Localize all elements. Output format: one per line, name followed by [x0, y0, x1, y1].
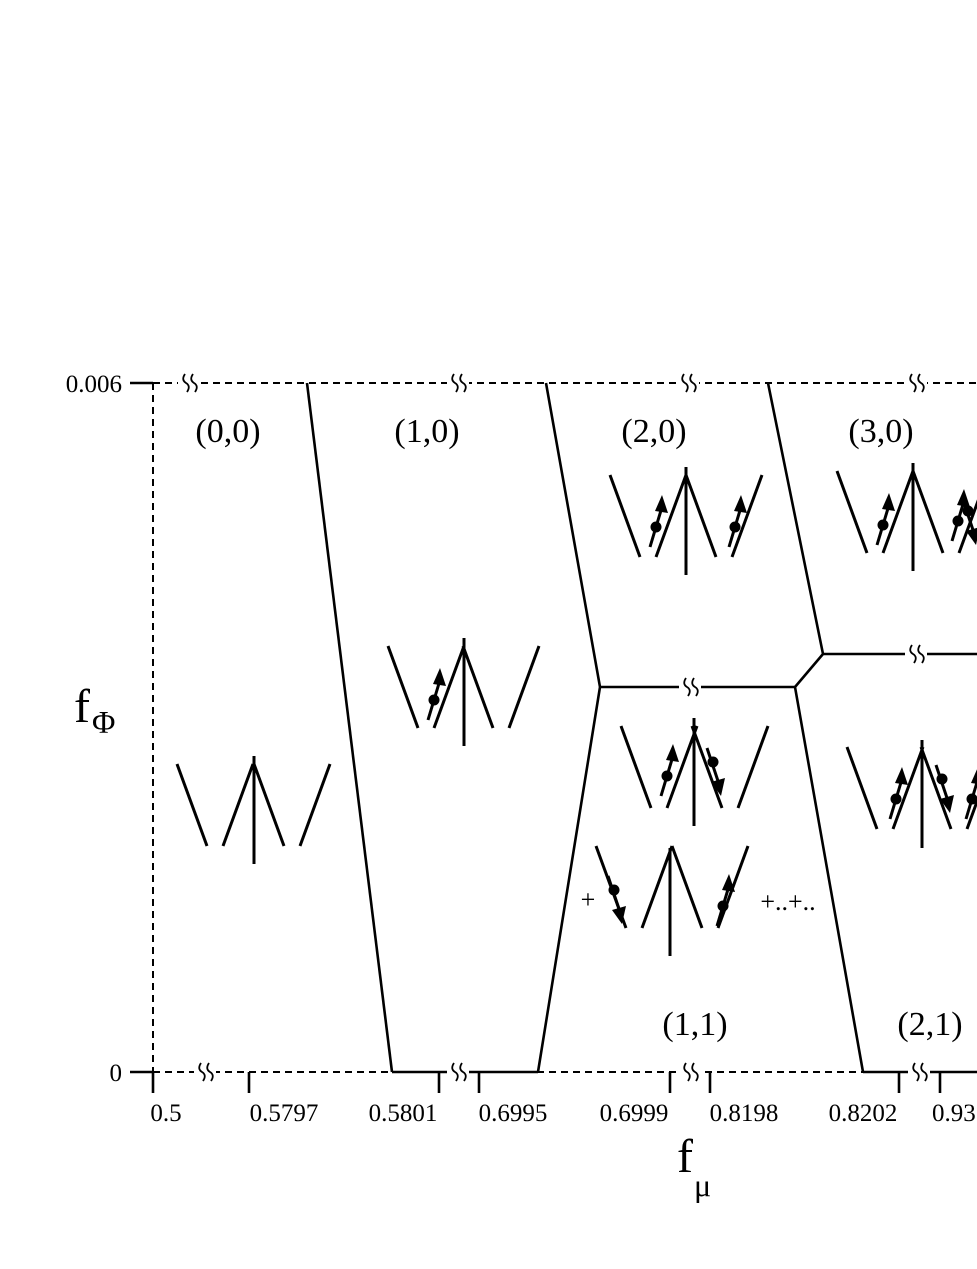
occupation-icon-1-0 — [386, 638, 541, 746]
x-tick-label: 0.5801 — [369, 1100, 438, 1127]
occupation-icon-1-1-a — [619, 718, 770, 826]
x-tick-label: 0.8198 — [710, 1100, 779, 1127]
x-tick-label: 0.6999 — [600, 1100, 669, 1127]
x-ticks — [151, 1072, 942, 1093]
occupation-icon-3-0 — [835, 463, 977, 571]
occupation-icon-2-0 — [608, 467, 764, 575]
occupation-icon-2-1 — [845, 740, 977, 848]
axis-break-marks — [178, 372, 930, 1083]
y-axis-title: f Φ — [74, 680, 115, 740]
plus-continuation: +..+.. — [760, 887, 815, 916]
region-label-0-0: (0,0) — [195, 413, 260, 450]
y-tick-label: 0.006 — [66, 371, 122, 398]
region-label-2-1: (2,1) — [897, 1006, 962, 1043]
x-tick-labels: 0.5 0.5797 0.5801 0.6995 0.6999 0.8198 0… — [150, 1100, 975, 1127]
region-label-2-0: (2,0) — [621, 413, 686, 450]
occupation-icon-1-1-b: + +..+.. — [581, 844, 816, 956]
x-tick-label: 0.5797 — [250, 1100, 319, 1127]
svg-text:f: f — [74, 680, 90, 733]
phase-boundaries — [305, 382, 977, 1073]
y-axis — [130, 381, 154, 1074]
region-label-1-0: (1,0) — [394, 413, 459, 450]
region-labels: (0,0) (1,0) (2,0) (3,0) (1,1) (2,1) — [195, 413, 962, 1043]
y-tick-labels: 0.006 0 — [66, 371, 122, 1087]
region-label-3-0: (3,0) — [848, 413, 913, 450]
plus-sign: + — [581, 885, 596, 914]
svg-text:Φ: Φ — [92, 704, 115, 740]
svg-text:f: f — [677, 1130, 693, 1183]
x-tick-label: 0.93 — [932, 1100, 976, 1127]
x-tick-label: 0.5 — [150, 1100, 181, 1127]
svg-text:μ: μ — [694, 1167, 711, 1203]
region-label-1-1: (1,1) — [662, 1006, 727, 1043]
x-axis-title: f μ — [677, 1130, 711, 1203]
occupation-icon-0-0 — [175, 756, 332, 864]
x-tick-label: 0.8202 — [829, 1100, 898, 1127]
x-tick-label: 0.6995 — [479, 1100, 548, 1127]
y-tick-label: 0 — [110, 1060, 123, 1087]
